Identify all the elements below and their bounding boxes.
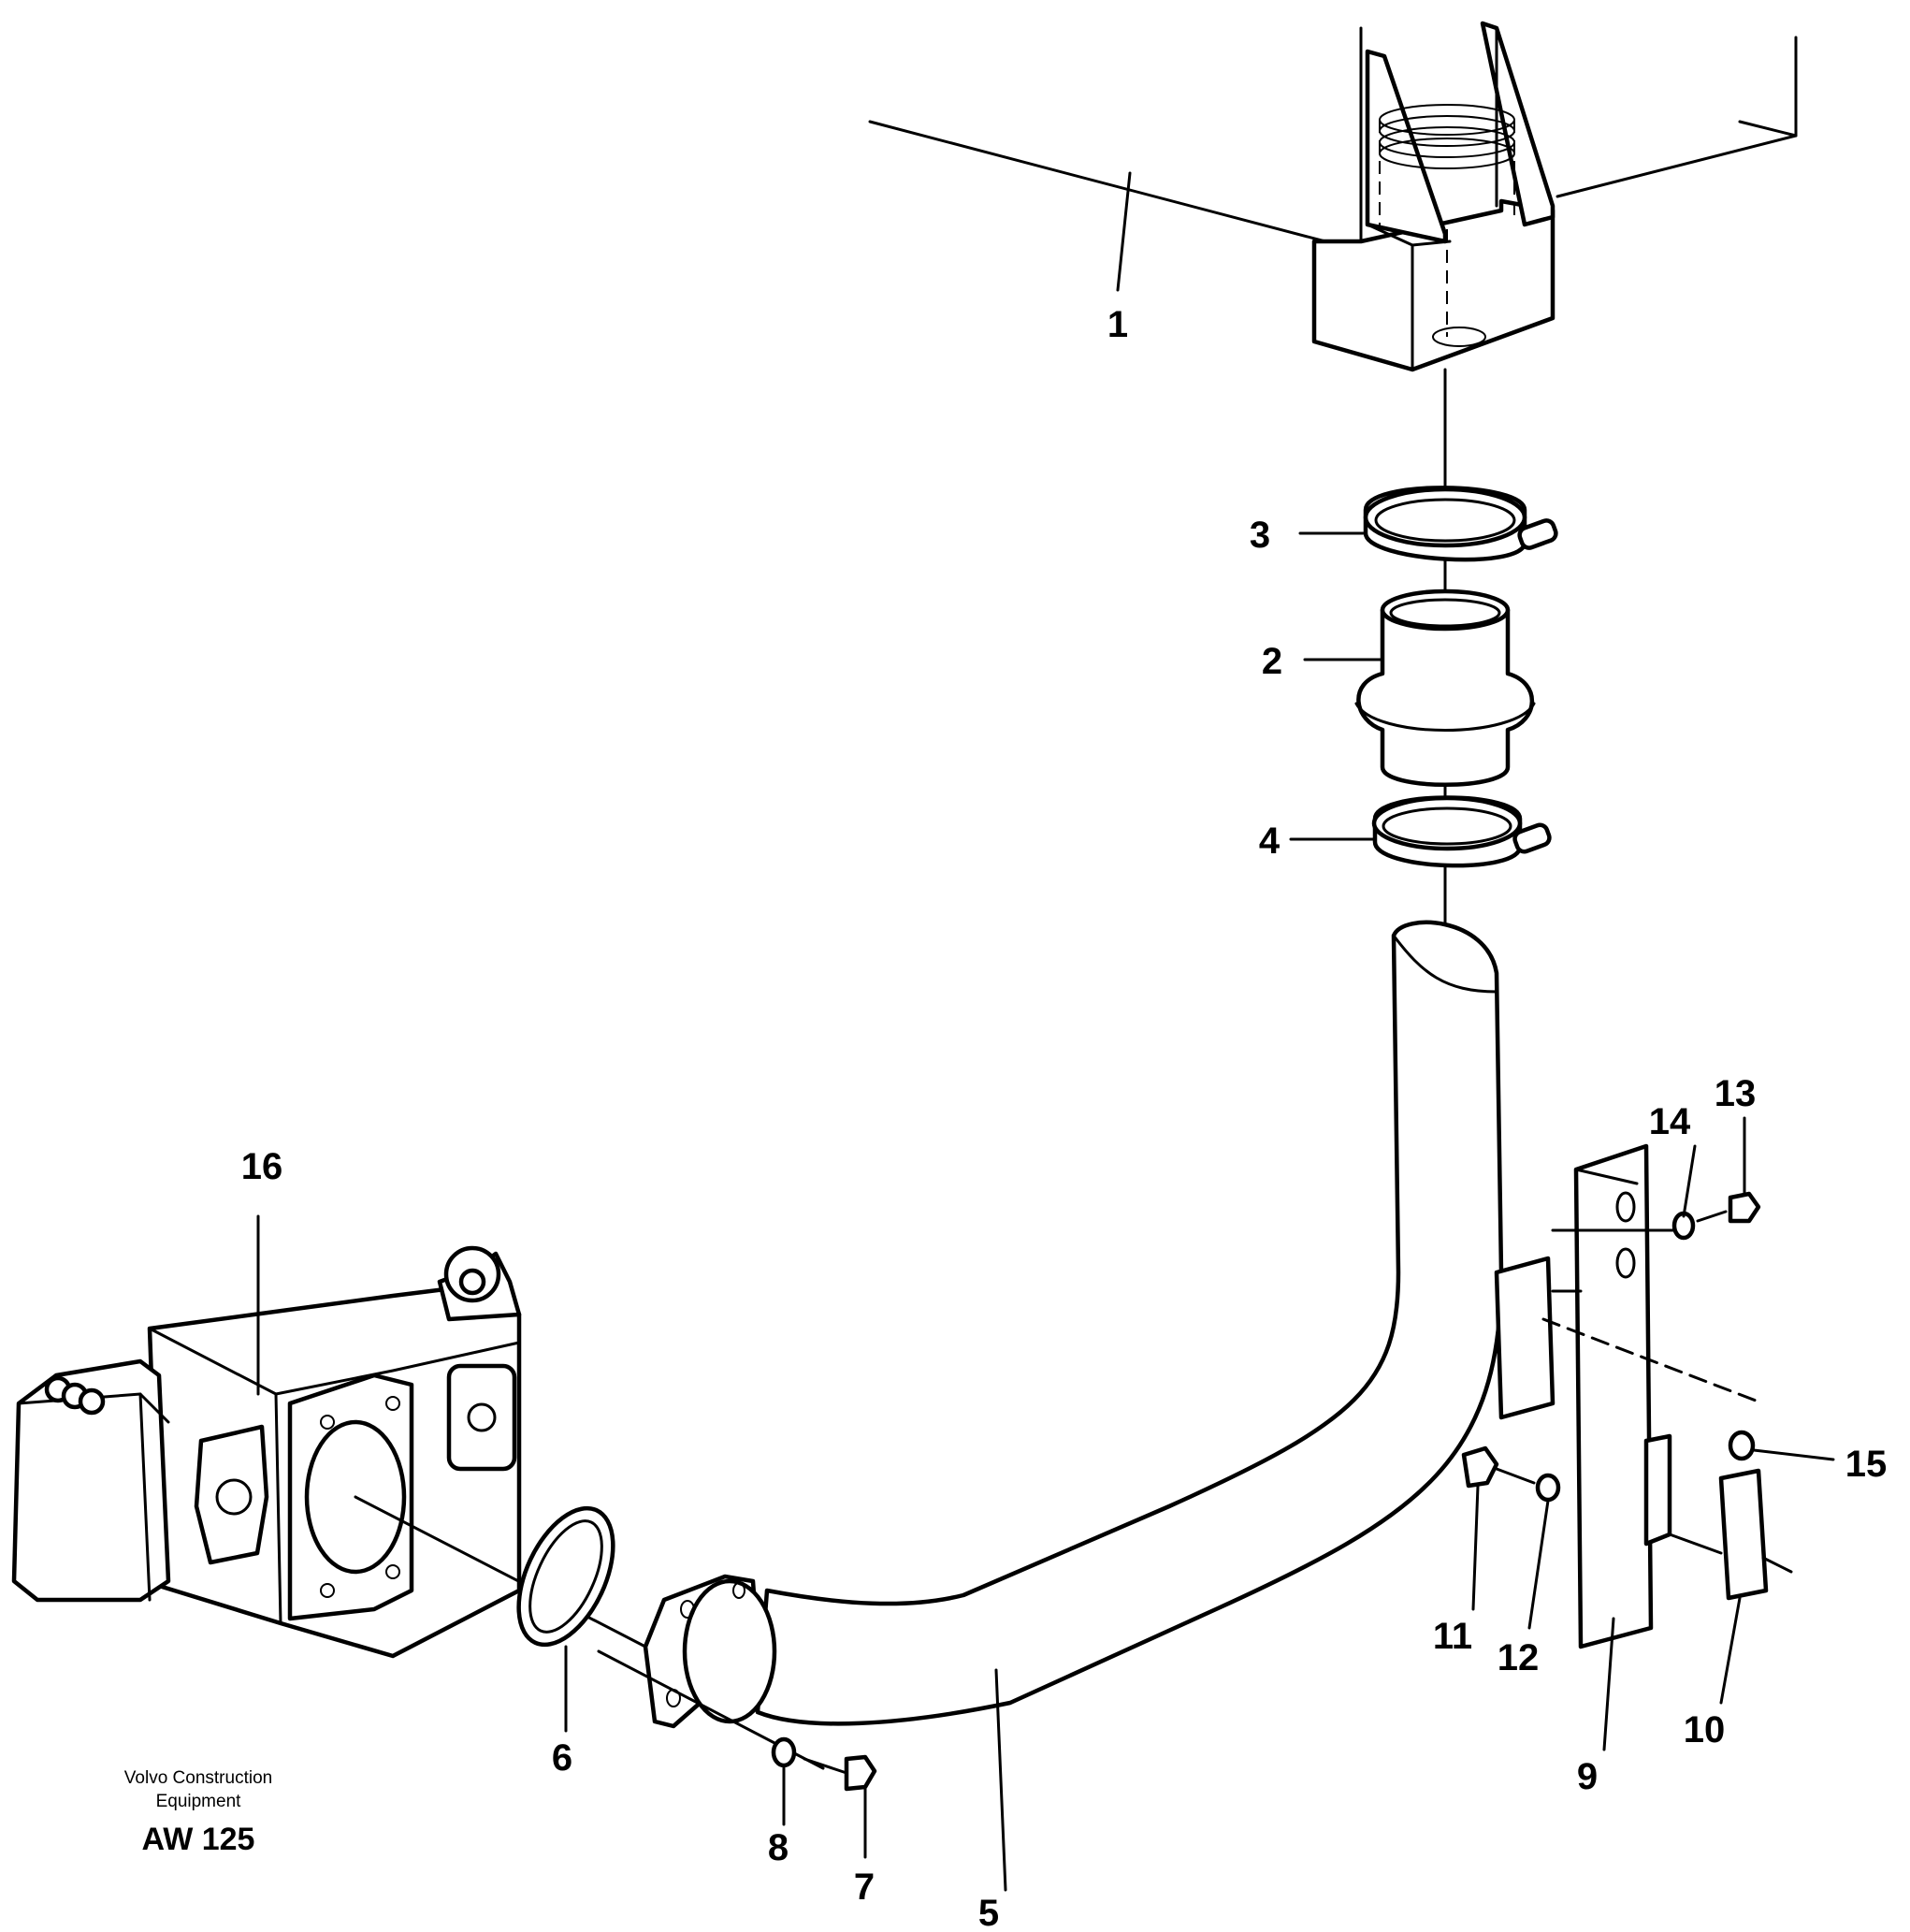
callout-9: 9 [1577,1756,1598,1797]
callout-5: 5 [978,1893,999,1932]
callout-12: 12 [1498,1637,1540,1678]
part-6-gasket [516,1505,615,1733]
part-3-hose-clamp [1298,486,1558,562]
callout-14: 14 [1649,1101,1691,1142]
part-9-support-bracket [1494,1143,1765,1751]
callout-6: 6 [552,1737,572,1779]
callout-2: 2 [1262,641,1282,682]
callout-7: 7 [854,1867,875,1908]
part-4-hose-clamp [1289,795,1552,868]
caption-block: Volvo Construction Equipment AW 125 [124,1768,272,1857]
caption-manufacturer-line1: Volvo Construction [124,1768,272,1788]
callout-3: 3 [1250,515,1270,556]
callout-10: 10 [1684,1709,1726,1750]
part-11-bolt [1461,1445,1536,1611]
callout-15: 15 [1845,1444,1888,1485]
callout-16: 16 [241,1146,283,1187]
part-12-washer [1527,1473,1561,1630]
callout-11: 11 [1433,1616,1472,1657]
part-1-tank [868,21,1798,372]
caption-manufacturer-line2: Equipment [156,1792,242,1811]
caption-code: AW 125 [142,1822,255,1857]
part-15-nut [1728,1430,1835,1461]
part-16-pump [11,1214,647,1659]
part-2-rubber-sleeve [1303,588,1536,787]
callout-8: 8 [768,1827,789,1868]
callout-1: 1 [1107,304,1128,345]
part-8-washer [771,1736,797,1826]
part-7-bolt [803,1754,877,1859]
callout-13: 13 [1715,1073,1757,1114]
part-13-bolt [1696,1116,1761,1224]
part-14-washer [1671,1144,1697,1241]
callout-4: 4 [1259,821,1281,862]
part-10-plate [1668,1468,1793,1705]
